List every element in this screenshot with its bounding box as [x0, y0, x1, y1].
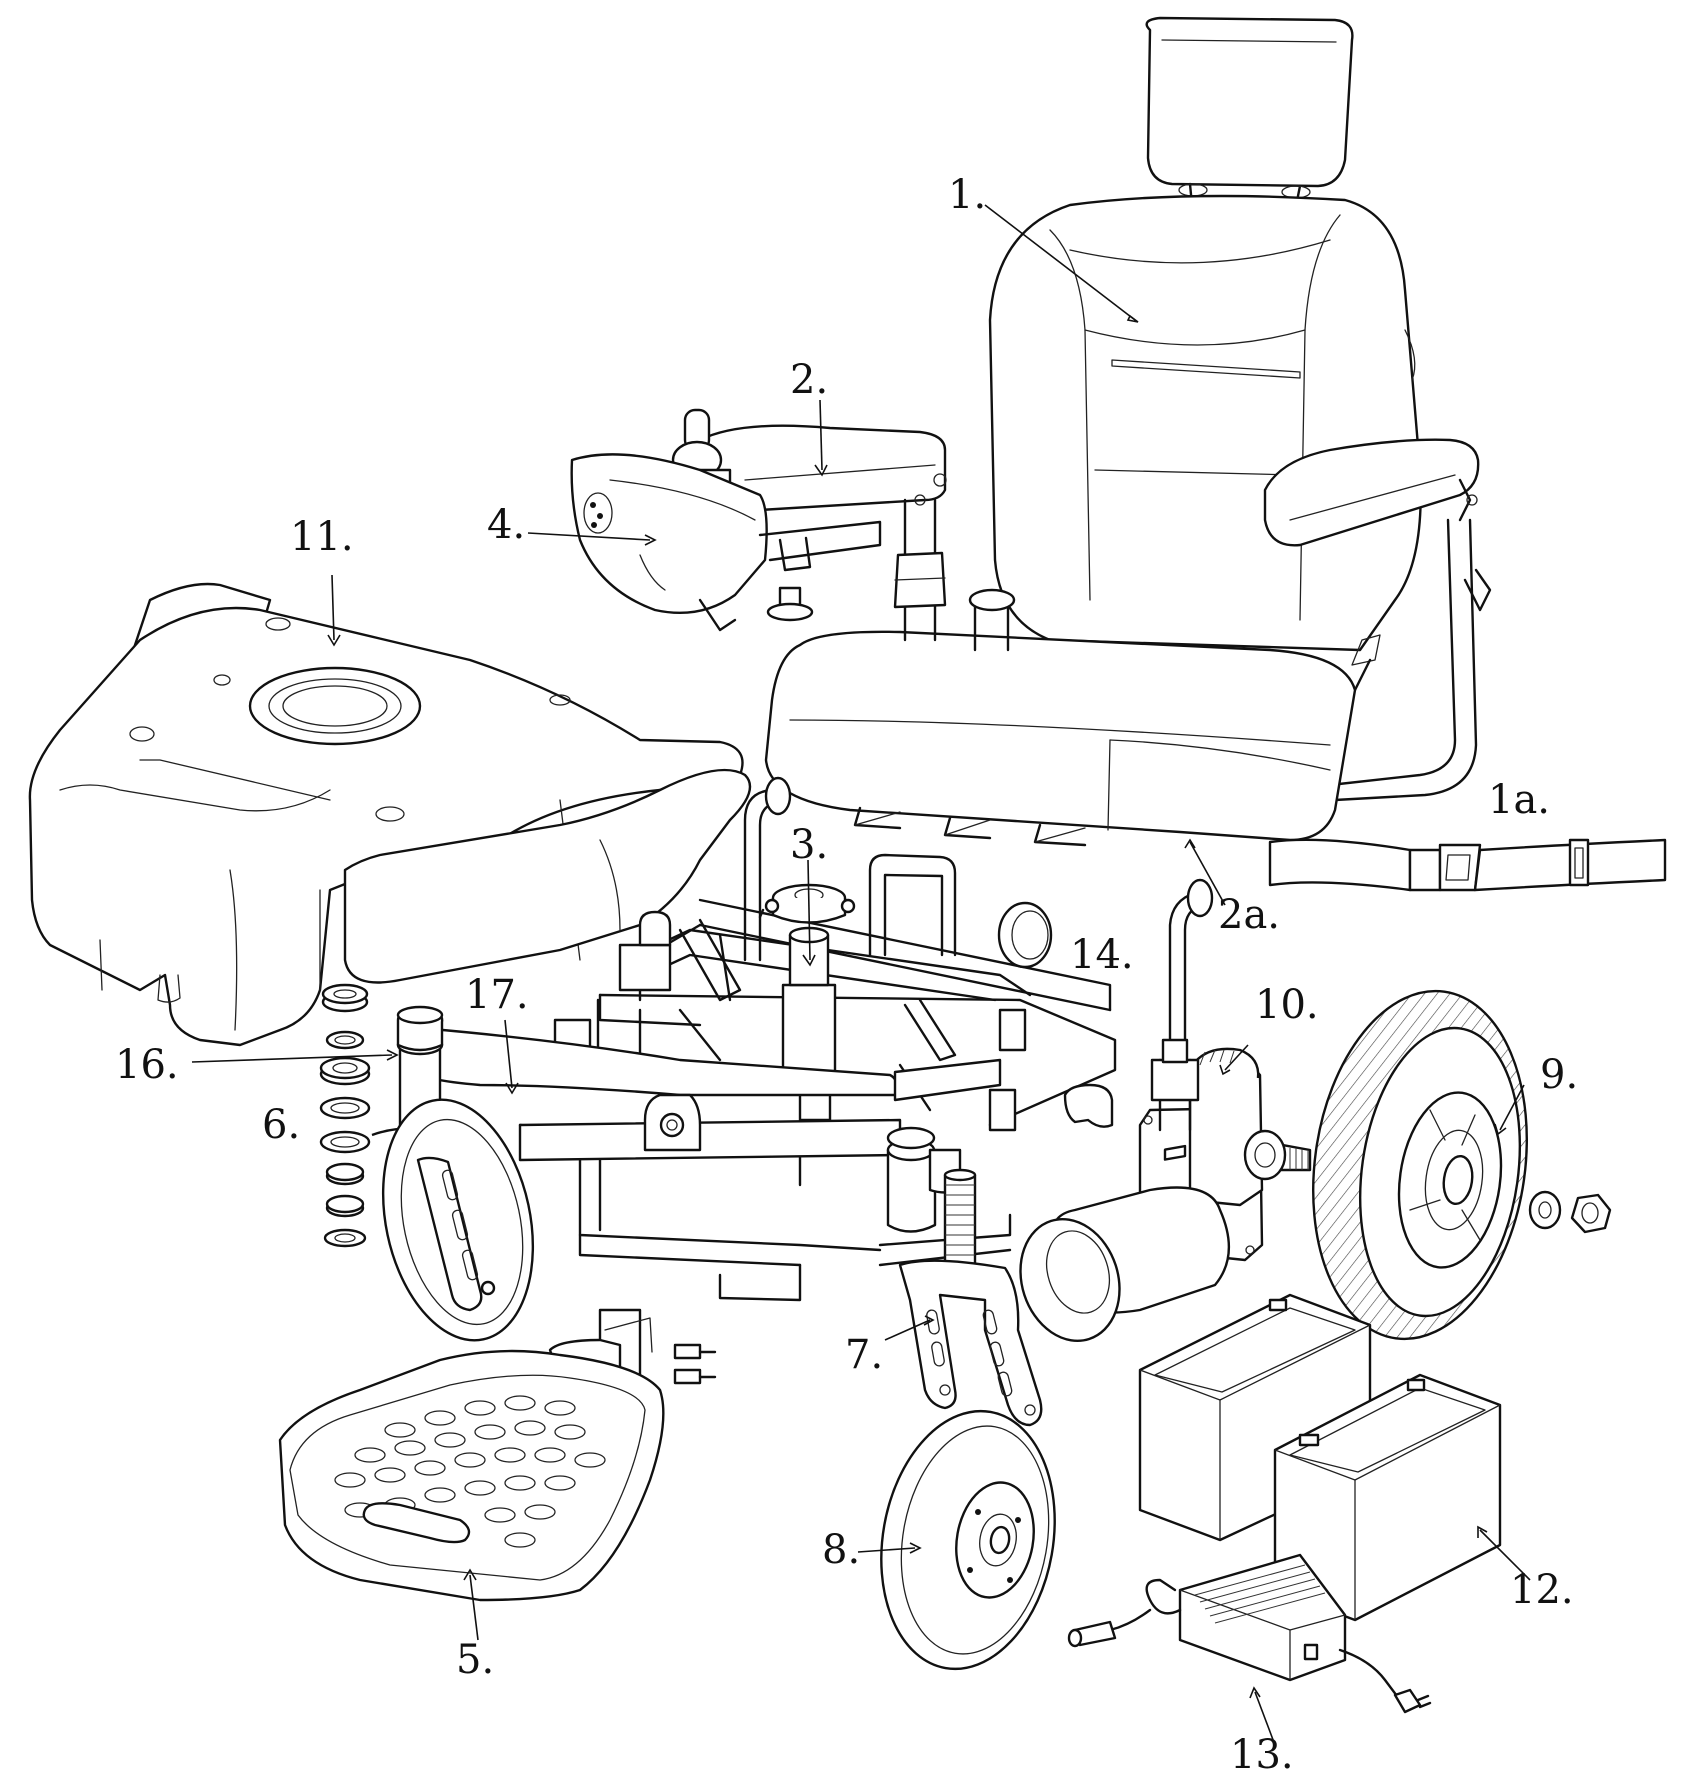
label-drive-wheel: 9. — [1540, 1052, 1579, 1098]
leader-lines — [191, 204, 1531, 1746]
footplate — [278, 1308, 717, 1602]
base-frame — [396, 776, 1214, 1302]
charger — [1067, 1553, 1432, 1714]
label-controller: 4. — [487, 502, 526, 548]
label-shroud: 11. — [290, 514, 354, 560]
caster-wheel — [880, 1409, 1056, 1671]
label-motor: 10. — [1255, 982, 1319, 1028]
label-charger: 13. — [1230, 1732, 1294, 1778]
label-caster-fork: 7. — [845, 1332, 884, 1378]
label-anti-tip-arm: 17. — [465, 972, 529, 1018]
label-seat-belt: 1a. — [1488, 777, 1551, 823]
label-armrest: 2. — [790, 357, 829, 403]
drive-motor — [1019, 1038, 1312, 1343]
label-batteries: 12. — [1510, 1567, 1574, 1613]
caster-fork — [898, 1168, 1043, 1427]
label-seat-post: 3. — [790, 822, 829, 868]
drive-wheel — [1312, 989, 1612, 1341]
batteries — [1138, 1144, 1502, 1622]
seat-belt — [1268, 838, 1667, 892]
label-fork-cap: 16. — [115, 1042, 179, 1088]
label-seat-post-mount: 2a. — [1218, 892, 1281, 938]
seat-assembly — [764, 16, 1492, 847]
label-seat: 1. — [948, 172, 987, 218]
hub-cap — [997, 901, 1053, 969]
left-armrest-assembly — [570, 408, 947, 642]
rear-shroud — [28, 582, 752, 1047]
label-caster-wheel: 8. — [822, 1527, 861, 1573]
label-bearing-stack: 6. — [262, 1102, 301, 1148]
left-caster — [371, 1098, 535, 1342]
label-footplate: 5. — [456, 1637, 495, 1683]
bearing-stack — [319, 983, 371, 1248]
footplate-holes — [334, 1395, 606, 1548]
label-hub-cap: 14. — [1070, 932, 1134, 978]
